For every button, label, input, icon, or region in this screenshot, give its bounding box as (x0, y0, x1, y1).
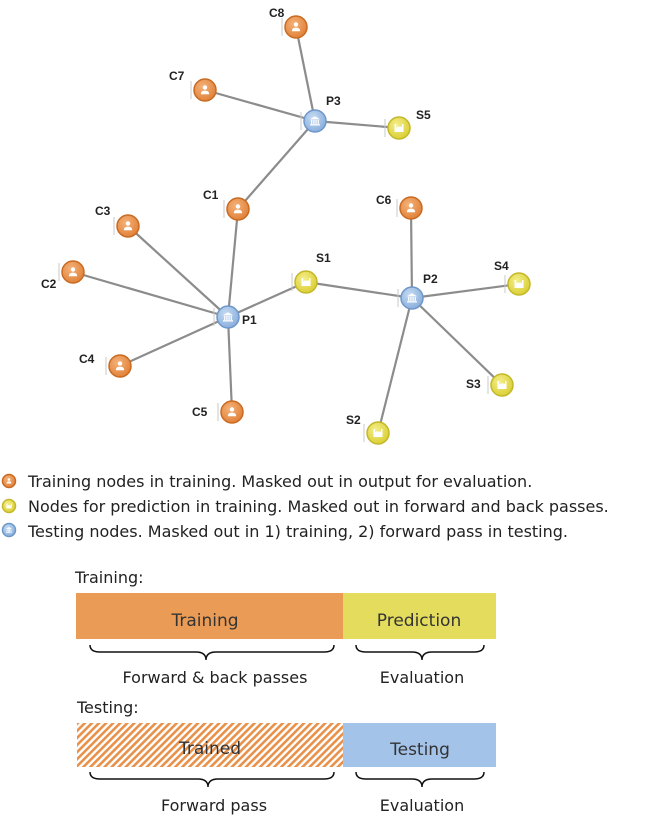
legend-prediction-text: Nodes for prediction in training. Masked… (28, 497, 609, 516)
legend: Training nodes in training. Masked out i… (1, 472, 609, 541)
prediction-bar-label: Prediction (377, 611, 461, 631)
node-c4 (105, 354, 132, 378)
forward-back-brace (89, 644, 335, 661)
training-bar-label: Training (170, 611, 238, 631)
node-c3 (113, 214, 140, 238)
node-label-c2: C2 (41, 277, 57, 291)
node-s5 (384, 116, 411, 140)
edge-s1-p2 (305, 280, 413, 300)
legend-item-testing: Testing nodes. Masked out in 1) training… (1, 522, 568, 541)
node-s2 (363, 421, 390, 445)
legend-item-prediction: Nodes for prediction in training. Masked… (1, 497, 609, 516)
edge-p3-s5 (314, 119, 400, 130)
node-label-p2: P2 (423, 272, 438, 286)
edge-p2-c6 (409, 207, 414, 299)
legend-training-text: Training nodes in training. Masked out i… (27, 472, 532, 491)
edge-p1-c2 (72, 270, 229, 319)
edge-p3-c8 (294, 26, 317, 122)
testing-bar-label: Testing (389, 740, 450, 760)
legend-testing-text: Testing nodes. Masked out in 1) training… (27, 522, 568, 541)
node-label-c5: C5 (192, 405, 208, 419)
node-c5 (217, 400, 244, 424)
node-c1 (223, 197, 250, 221)
edge-p1-c3 (127, 225, 229, 318)
node-label-c3: C3 (95, 204, 111, 218)
evaluation-brace (355, 644, 485, 661)
forward-back-label: Forward & back passes (123, 668, 308, 687)
node-label-c6: C6 (376, 193, 392, 207)
testing-evaluation-brace (355, 771, 485, 788)
forward-pass-label: Forward pass (161, 796, 267, 815)
node-c8 (281, 15, 308, 39)
node-c7 (190, 78, 217, 102)
training-bar (76, 593, 343, 639)
edge-p2-s4 (411, 282, 520, 300)
prediction-bar (343, 593, 496, 639)
node-label-p1: P1 (242, 313, 257, 327)
training-section: Training: Training Prediction Forward & … (74, 568, 496, 687)
edge-p1-c4 (119, 315, 229, 368)
node-label-s3: S3 (466, 377, 481, 391)
edge-p2-s2 (376, 297, 414, 434)
node-label-c4: C4 (79, 352, 95, 366)
node-s3 (487, 373, 514, 397)
prediction-node-icon (1, 498, 17, 514)
graph-edges (72, 26, 520, 434)
node-p3 (300, 109, 327, 133)
node-s1 (291, 270, 318, 294)
testing-node-icon (1, 522, 17, 538)
training-section-title: Training: (74, 568, 144, 587)
testing-evaluation-label: Evaluation (380, 796, 464, 815)
node-label-p3: P3 (326, 94, 341, 108)
node-label-c7: C7 (169, 69, 185, 83)
training-evaluation-label: Evaluation (380, 668, 464, 687)
testing-section: Testing: Trained Testing Forward pass Ev… (76, 698, 496, 815)
edge-p1-c5 (226, 316, 234, 413)
testing-bar (343, 723, 496, 767)
edge-p3-c1 (237, 120, 316, 210)
edge-p1-s1 (227, 280, 307, 319)
node-p2 (397, 286, 424, 310)
trained-bar (77, 723, 343, 767)
node-label-s2: S2 (346, 413, 361, 427)
legend-item-training: Training nodes in training. Masked out i… (1, 472, 532, 491)
node-label-s5: S5 (416, 108, 431, 122)
testing-section-title: Testing: (76, 698, 139, 717)
edge-p2-s3 (411, 297, 503, 386)
node-c6 (396, 196, 423, 220)
node-label-c8: C8 (269, 6, 285, 20)
node-p1 (213, 305, 240, 329)
edge-p1-c1 (226, 208, 240, 318)
node-label-s1: S1 (316, 251, 331, 265)
node-s4 (504, 272, 531, 296)
edge-p3-c7 (204, 88, 316, 123)
node-c2 (58, 260, 85, 284)
node-label-c1: C1 (203, 188, 219, 202)
trained-bar-label: Trained (178, 739, 241, 759)
training-node-icon (1, 473, 17, 489)
forward-pass-brace (89, 771, 335, 788)
node-label-s4: S4 (494, 259, 509, 273)
